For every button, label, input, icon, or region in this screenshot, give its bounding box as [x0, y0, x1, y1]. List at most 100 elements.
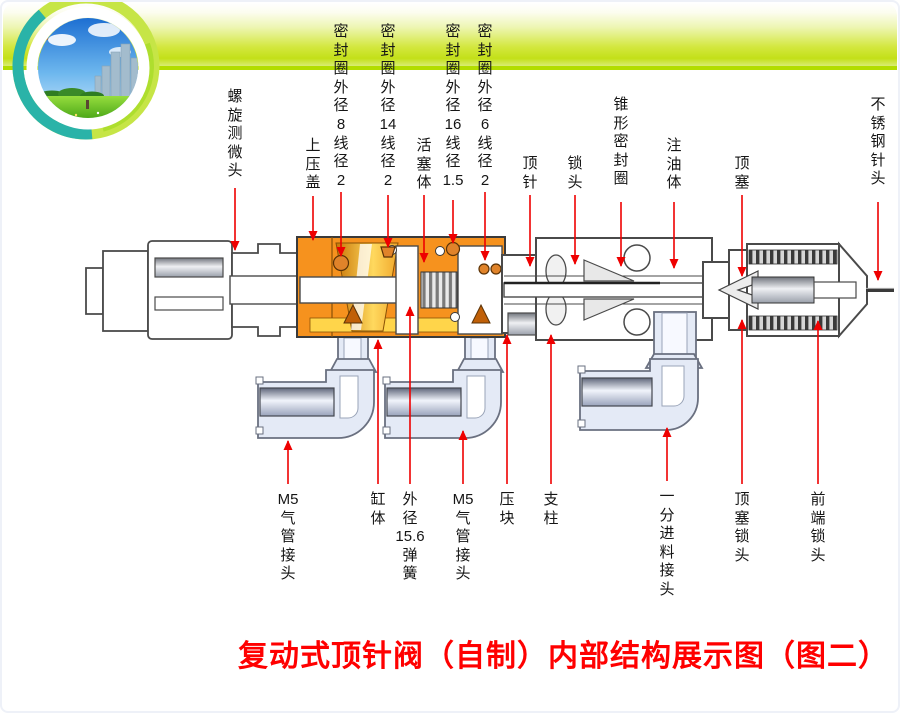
label-char: 径 — [477, 97, 493, 115]
label-char: 密 — [333, 23, 349, 40]
label-char: 15.6 — [395, 528, 425, 546]
label-steel-needle: 不锈钢针头 — [870, 96, 885, 189]
label-char: 径 — [333, 153, 349, 171]
label-char: 封 — [445, 41, 461, 59]
label-char: 圈 — [477, 60, 493, 78]
label-char: 径 — [333, 97, 349, 115]
label-char: 压 — [305, 155, 321, 173]
cylinder-block-drawing — [296, 236, 506, 338]
o-ring-seals — [332, 241, 502, 275]
label-char: 圈 — [380, 60, 396, 78]
label-support-pillar: 支柱 — [543, 491, 558, 528]
label-char: 气 — [280, 509, 296, 527]
label-char: 封 — [613, 151, 629, 169]
label-char: 锥 — [613, 96, 629, 113]
label-char: 线 — [380, 134, 396, 152]
spring-coil — [420, 271, 458, 309]
label-oil-body: 注油体 — [666, 137, 681, 193]
label-char: 顶 — [734, 491, 750, 508]
label-char: 6 — [480, 115, 490, 133]
label-char: 16 — [444, 115, 462, 133]
label-char: 微 — [227, 143, 243, 161]
label-char: 锁 — [567, 155, 583, 172]
label-char: 14 — [379, 115, 397, 133]
label-char: 塞 — [416, 155, 432, 173]
cone-seal-shape — [583, 259, 635, 282]
label-char: 径 — [380, 97, 396, 115]
label-char: 油 — [666, 155, 682, 173]
logo-white-ring — [26, 6, 150, 130]
label-cylinder-body: 缸体 — [370, 491, 385, 528]
label-char: 1.5 — [442, 171, 464, 189]
logo-buildings — [94, 43, 138, 99]
label-char: 外 — [380, 78, 396, 96]
label-char: 测 — [227, 125, 243, 143]
label-top-cover: 上压盖 — [305, 137, 320, 193]
label-char: 支 — [543, 491, 559, 508]
label-char: 密 — [613, 133, 629, 151]
label-char: 缸 — [370, 491, 386, 508]
label-char: 气 — [455, 509, 471, 527]
label-char: 径 — [445, 153, 461, 171]
label-char: 塞 — [734, 173, 750, 191]
label-plug-lock-head: 顶塞锁头 — [734, 491, 749, 565]
label-char: 针 — [870, 151, 886, 169]
label-char: 密 — [477, 23, 493, 40]
label-char: 分 — [659, 506, 675, 524]
oil-port-top — [623, 244, 651, 272]
label-char: 径 — [445, 97, 461, 115]
label-cone-seal: 锥形密封圈 — [613, 96, 628, 189]
label-char: 线 — [445, 134, 461, 152]
label-char: 体 — [666, 174, 682, 192]
plug-nozzle-drawing — [702, 241, 894, 339]
label-char: 封 — [477, 41, 493, 59]
label-char: 块 — [499, 509, 515, 527]
label-char: 线 — [477, 134, 493, 152]
label-char: 接 — [455, 546, 471, 564]
label-char: 针 — [522, 173, 538, 191]
label-ejector-pin: 顶针 — [522, 155, 537, 192]
label-char: 不 — [870, 96, 886, 113]
label-char: 接 — [280, 546, 296, 564]
label-char: 顶 — [734, 155, 750, 172]
label-char: 线 — [333, 134, 349, 152]
label-lock-head: 锁头 — [567, 155, 582, 192]
m5-elbow-fitting-right — [382, 336, 505, 439]
label-char: 头 — [659, 580, 675, 598]
label-char: 料 — [659, 543, 675, 561]
label-char: 盖 — [305, 174, 321, 192]
label-char: 体 — [370, 509, 386, 527]
spindle-shaft — [299, 276, 399, 304]
label-char: 径 — [402, 509, 418, 527]
label-char: 径 — [380, 153, 396, 171]
label-char: 头 — [227, 162, 243, 180]
label-char: 管 — [455, 528, 471, 546]
leader-arrows — [230, 188, 883, 484]
label-char: 旋 — [227, 106, 243, 124]
label-char: 注 — [666, 137, 682, 154]
slide-title: 复动式顶针阀（自制）内部结构展示图（图二） — [238, 640, 889, 673]
m5-elbow-fitting-left — [255, 336, 378, 439]
label-char: 管 — [280, 528, 296, 546]
label-char: 活 — [416, 137, 432, 154]
label-char: 头 — [734, 546, 750, 564]
piston-stem — [395, 245, 419, 335]
label-char: 头 — [810, 546, 826, 564]
label-char: 封 — [380, 41, 396, 59]
label-micrometer-head: 螺旋测微头 — [227, 88, 242, 181]
thread-band-top — [748, 249, 838, 265]
label-char: 圈 — [445, 60, 461, 78]
label-char: 圈 — [613, 170, 629, 188]
label-char: 锈 — [870, 114, 886, 132]
label-feed-connector: 一分进料接头 — [659, 488, 674, 600]
label-char: 塞 — [734, 509, 750, 527]
label-char: M5 — [277, 491, 299, 508]
label-char: 头 — [567, 173, 583, 191]
label-char: 前 — [810, 491, 826, 508]
label-char: 径 — [477, 153, 493, 171]
